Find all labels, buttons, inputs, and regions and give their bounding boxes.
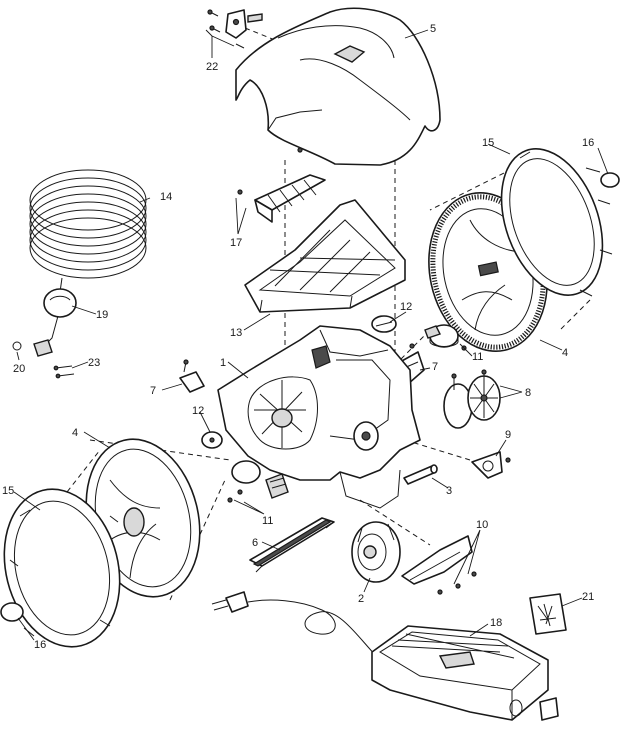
cable-coil-part xyxy=(29,169,147,293)
callout-6: 6 xyxy=(252,537,258,549)
callout-12-right: 12 xyxy=(400,301,412,313)
callout-15-left: 15 xyxy=(2,485,14,497)
impeller-disc-part xyxy=(371,315,397,333)
callout-21: 21 xyxy=(582,591,594,603)
callout-19: 19 xyxy=(96,309,108,321)
callout-16-left: 16 xyxy=(34,639,46,651)
motor-pulley-part xyxy=(443,369,501,429)
callout-10: 10 xyxy=(476,519,488,531)
left-wheel-assembly xyxy=(0,438,201,648)
callout-4-left: 4 xyxy=(72,427,78,439)
callout-13: 13 xyxy=(230,327,242,339)
filter-screen-part xyxy=(237,147,326,223)
callout-8: 8 xyxy=(525,387,531,399)
callout-11-left: 11 xyxy=(262,515,273,527)
top-hood-part xyxy=(235,7,441,166)
hardware-bag-part xyxy=(529,593,567,635)
callout-9: 9 xyxy=(505,429,511,441)
main-body-part xyxy=(217,325,421,509)
callout-labels: 5 22 17 13 14 19 20 23 15 16 12 11 7 4 8… xyxy=(2,23,594,651)
swivel-float-part xyxy=(12,288,77,379)
filter-basket-part xyxy=(244,199,406,313)
latch-bracket-part xyxy=(207,9,263,49)
leader-lines xyxy=(13,29,609,641)
callout-11-right: 11 xyxy=(472,351,483,363)
callout-3: 3 xyxy=(446,485,452,497)
callout-2: 2 xyxy=(358,593,364,605)
drive-gear-part xyxy=(471,451,511,479)
callout-7-left: 7 xyxy=(150,385,156,397)
rear-flap-part xyxy=(401,535,477,595)
callout-22: 22 xyxy=(206,61,218,73)
callout-5: 5 xyxy=(430,23,436,35)
roller-wheel-part xyxy=(351,521,401,583)
callout-20: 20 xyxy=(13,363,25,375)
callout-15-right: 15 xyxy=(482,137,494,149)
brush-bar-part xyxy=(249,517,335,573)
callout-23: 23 xyxy=(88,357,100,369)
callout-7-right: 7 xyxy=(432,361,438,373)
power-supply-part xyxy=(211,591,559,721)
callout-18: 18 xyxy=(490,617,502,629)
callout-14: 14 xyxy=(160,191,172,203)
left-disc-part xyxy=(201,431,223,449)
callout-12-left: 12 xyxy=(192,405,204,417)
side-bracket-part xyxy=(179,359,205,393)
callout-17: 17 xyxy=(230,237,242,249)
callout-1: 1 xyxy=(220,357,226,369)
callout-4-right: 4 xyxy=(562,347,568,359)
left-bearing-part xyxy=(227,460,289,503)
right-wheel-assembly xyxy=(428,148,620,352)
callout-16-right: 16 xyxy=(582,137,594,149)
axle-pin-part xyxy=(403,464,438,485)
